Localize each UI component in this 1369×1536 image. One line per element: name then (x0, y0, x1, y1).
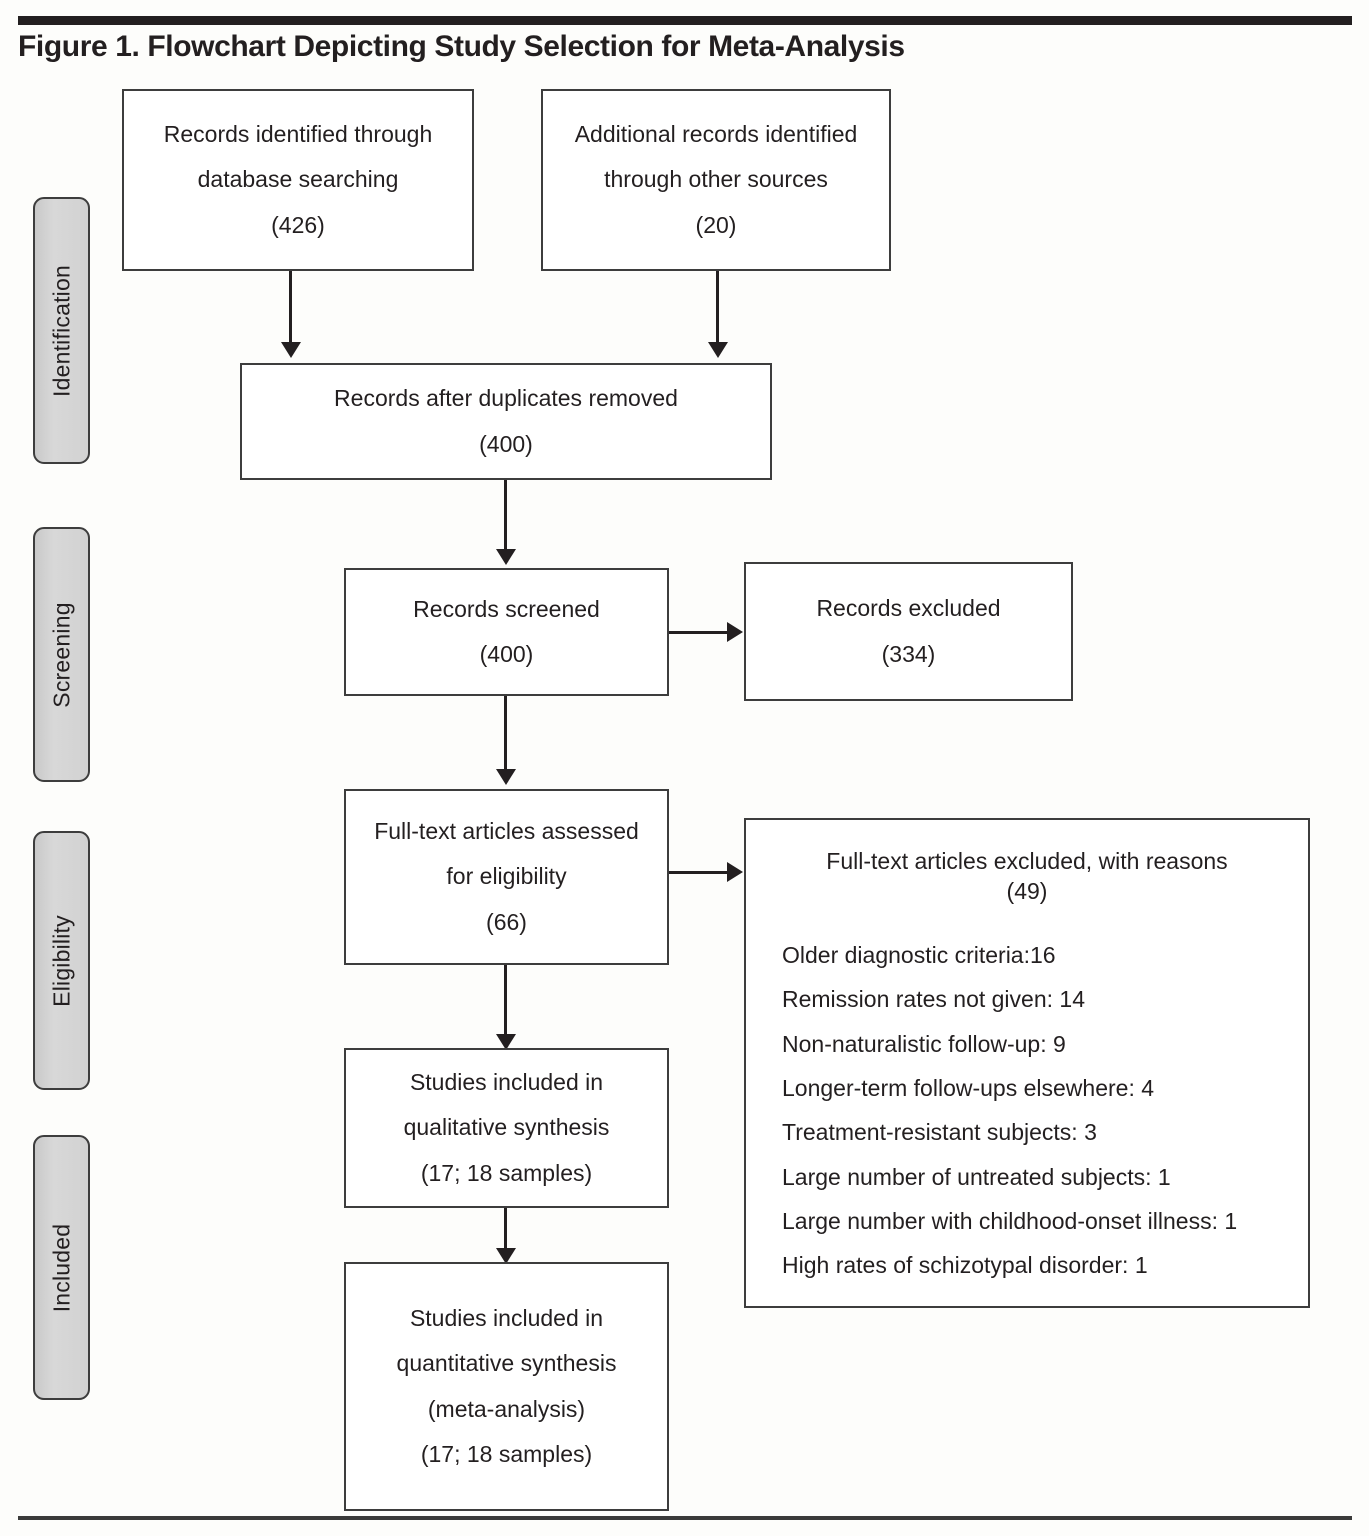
box-quantitative-synthesis: Studies included in quantitative synthes… (344, 1262, 669, 1511)
connector-database-to-duplicates (289, 271, 292, 345)
reason-item: Large number of untreated subjects: 1 (782, 1163, 1171, 1190)
box-records-excluded-line1: Records excluded (816, 595, 1001, 622)
stage-tab-included-label: Included (48, 1223, 74, 1312)
box-other-records-line1: Additional records identified (574, 121, 858, 148)
box-database-records: Records identified through database sear… (122, 89, 474, 271)
stage-tab-screening-label: Screening (48, 601, 74, 708)
box-database-records-line1: Records identified through (163, 121, 433, 148)
box-records-screened: Records screened (400) (344, 568, 669, 696)
box-qualitative-line1: Studies included in (409, 1069, 604, 1096)
box-after-duplicates-line1: Records after duplicates removed (334, 385, 678, 412)
reasons-heading: Full-text articles excluded, with reason… (826, 848, 1228, 874)
connector-screened-to-fulltext (504, 696, 507, 771)
reason-item: High rates of schizotypal disorder: 1 (782, 1252, 1148, 1279)
box-fulltext-assessed-count: (66) (486, 908, 527, 935)
box-records-screened-line1: Records screened (413, 595, 600, 622)
arrowhead-screened-to-fulltext (496, 769, 516, 785)
box-quantitative-line1: Studies included in (409, 1305, 604, 1332)
box-other-records-line2: through other sources (604, 166, 828, 193)
arrowhead-qualitative-to-quantitative (496, 1248, 516, 1264)
arrowhead-fulltext-to-reasons (727, 862, 743, 882)
top-rule (18, 16, 1352, 25)
box-other-records-count: (20) (695, 211, 737, 238)
box-other-records: Additional records identified through ot… (541, 89, 891, 271)
box-records-screened-count: (400) (479, 641, 534, 667)
box-fulltext-excluded-reasons: Full-text articles excluded, with reason… (744, 818, 1310, 1308)
stage-tab-identification: Identification (33, 197, 90, 464)
box-quantitative-line3: (meta-analysis) (427, 1395, 586, 1422)
arrowhead-other-to-duplicates (708, 342, 728, 358)
box-quantitative-count: (17; 18 samples) (420, 1440, 593, 1467)
figure-title: Figure 1. Flowchart Depicting Study Sele… (18, 30, 905, 63)
box-fulltext-assessed-line1: Full-text articles assessed (374, 818, 639, 845)
box-database-records-line2: database searching (197, 166, 399, 193)
arrowhead-fulltext-to-qualitative (496, 1034, 516, 1050)
reason-item: Longer-term follow-ups elsewhere: 4 (782, 1074, 1155, 1101)
connector-other-to-duplicates (716, 271, 719, 345)
reasons-count: (49) (1006, 877, 1048, 904)
bottom-rule (18, 1516, 1352, 1520)
box-database-records-count: (426) (271, 211, 325, 238)
reason-item: Non-naturalistic follow-up: 9 (782, 1030, 1066, 1057)
box-records-excluded: Records excluded (334) (744, 562, 1073, 701)
box-qualitative-synthesis: Studies included in qualitative synthesi… (344, 1048, 669, 1208)
box-after-duplicates: Records after duplicates removed (400) (240, 363, 772, 480)
arrowhead-screened-to-excluded (727, 622, 743, 642)
stage-tab-eligibility: Eligibility (33, 831, 90, 1090)
reason-item: Remission rates not given: 14 (782, 986, 1085, 1013)
box-qualitative-line2: qualitative synthesis (403, 1114, 610, 1141)
box-qualitative-count: (17; 18 samples) (420, 1159, 593, 1186)
box-records-excluded-count: (334) (881, 640, 936, 667)
box-fulltext-assessed-line2: for eligibility (446, 863, 567, 890)
stage-tab-screening: Screening (33, 527, 90, 782)
box-quantitative-line2: quantitative synthesis (396, 1350, 617, 1377)
connector-fulltext-to-reasons (669, 871, 729, 874)
box-fulltext-assessed: Full-text articles assessed for eligibil… (344, 789, 669, 965)
reason-item: Older diagnostic criteria:16 (782, 941, 1056, 968)
arrowhead-duplicates-to-screened (496, 549, 516, 565)
box-after-duplicates-count: (400) (479, 430, 533, 457)
stage-tab-eligibility-label: Eligibility (48, 914, 74, 1007)
arrowhead-database-to-duplicates (281, 342, 301, 358)
connector-fulltext-to-qualitative (504, 965, 507, 1037)
reason-item: Treatment-resistant subjects: 3 (782, 1119, 1097, 1146)
connector-screened-to-excluded (669, 631, 729, 634)
connector-qualitative-to-quantitative (504, 1208, 507, 1261)
reasons-list: Older diagnostic criteria:16 Remission r… (746, 907, 1308, 1288)
reasons-heading-group: Full-text articles excluded, with reason… (746, 847, 1308, 907)
reason-item: Large number with childhood-onset illnes… (782, 1208, 1238, 1235)
connector-duplicates-to-screened (504, 480, 507, 552)
stage-tab-included: Included (33, 1135, 90, 1400)
stage-tab-identification-label: Identification (48, 264, 74, 397)
